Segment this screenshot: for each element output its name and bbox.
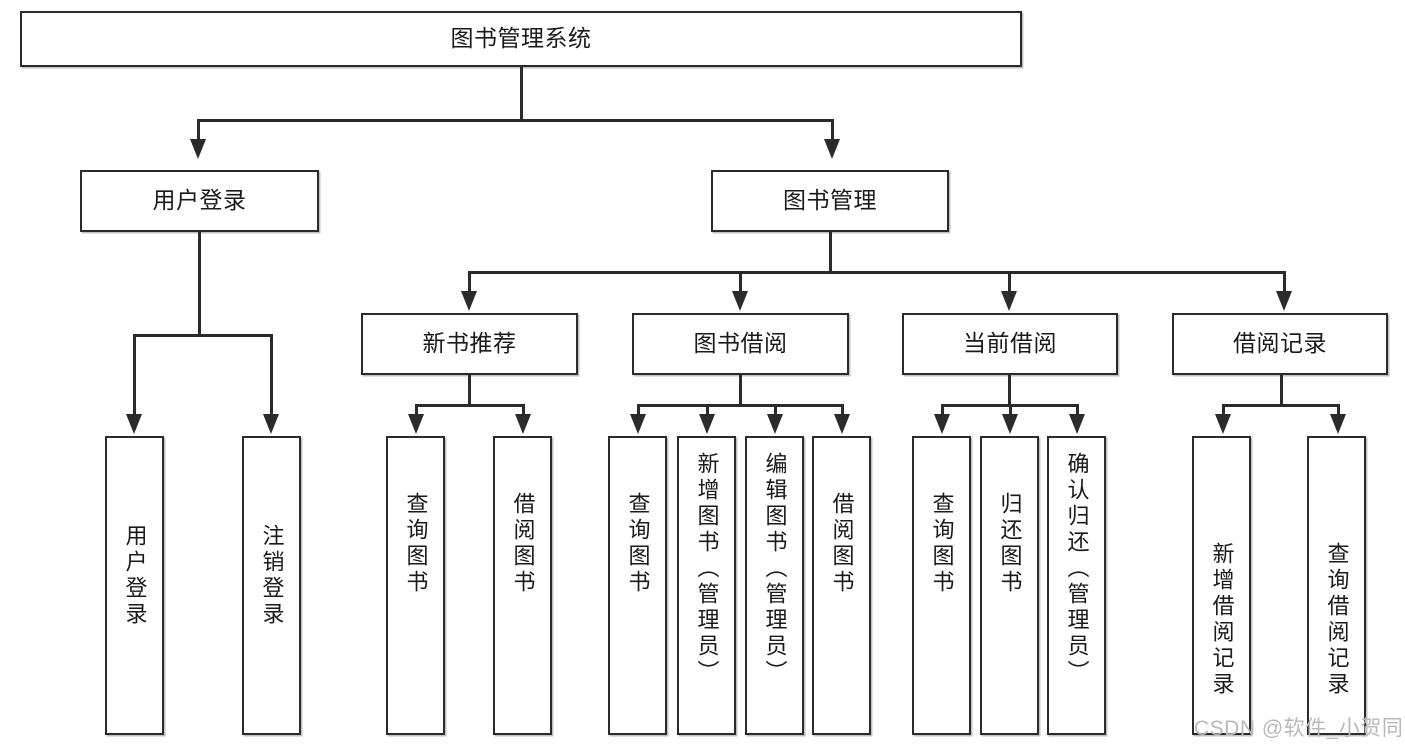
leaf-user-login-2[interactable]: 注销登录 xyxy=(242,436,301,735)
connector-current-borrow-to-leaf3 xyxy=(1076,404,1079,416)
node-label: 查询图书 xyxy=(625,492,651,596)
node-label: 借阅图书 xyxy=(829,492,855,596)
connector-current-borrow-to-leaf1 xyxy=(941,404,944,416)
leaf-book-borrow-1[interactable]: 查询图书 xyxy=(608,436,667,735)
connector-root-stem xyxy=(520,67,523,119)
connector-root-bus xyxy=(197,119,834,122)
arrow-book-borrow-to-leaf3 xyxy=(767,414,783,434)
arrow-borrow-record-to-leaf2 xyxy=(1330,414,1346,434)
node-label: 当前借阅 xyxy=(963,330,1057,357)
arrow-user-login-to-leaf2 xyxy=(263,414,279,434)
arrow-book-manage-to-new-book xyxy=(461,291,477,311)
node-label: 确认归还（管理员） xyxy=(1064,452,1090,686)
node-user-login[interactable]: 用户登录 xyxy=(80,170,319,232)
connector-book-borrow-bus xyxy=(637,404,844,407)
node-label: 编辑图书（管理员） xyxy=(762,452,788,686)
arrow-book-manage-to-borrow xyxy=(732,291,748,311)
connector-root-to-user-login xyxy=(197,119,200,141)
node-label: 借阅记录 xyxy=(1233,330,1327,357)
csdn-watermark: CSDN @软件_小贺同学 xyxy=(1194,717,1405,740)
leaf-book-borrow-3[interactable]: 编辑图书（管理员） xyxy=(745,436,804,735)
connector-user-login-stem xyxy=(198,232,201,334)
leaf-current-borrow-2[interactable]: 归还图书 xyxy=(980,436,1039,735)
node-label: 图书管理系统 xyxy=(450,25,592,52)
leaf-book-borrow-2[interactable]: 新增图书（管理员） xyxy=(677,436,736,735)
connector-borrow-record-to-leaf1 xyxy=(1222,404,1225,416)
node-label: 图书管理 xyxy=(783,187,877,214)
node-book-manage[interactable]: 图书管理 xyxy=(711,170,949,232)
connector-new-book-to-leaf2 xyxy=(522,404,525,416)
node-root-system[interactable]: 图书管理系统 xyxy=(20,11,1022,67)
node-book-borrow[interactable]: 图书借阅 xyxy=(632,313,849,375)
connector-user-login-to-leaf2 xyxy=(270,334,273,416)
leaf-current-borrow-1[interactable]: 查询图书 xyxy=(912,436,971,735)
connector-new-book-stem xyxy=(468,375,471,404)
node-label: 归还图书 xyxy=(997,492,1023,596)
leaf-new-book-1[interactable]: 查询图书 xyxy=(386,436,445,735)
connector-book-manage-to-current xyxy=(1008,271,1011,293)
connector-book-manage-stem xyxy=(829,232,832,271)
connector-book-borrow-stem xyxy=(739,375,742,404)
arrow-new-book-to-leaf1 xyxy=(408,414,424,434)
connector-book-borrow-to-leaf1 xyxy=(637,404,640,416)
arrow-book-borrow-to-leaf4 xyxy=(834,414,850,434)
connector-new-book-bus xyxy=(415,404,525,407)
node-label: 查询借阅记录 xyxy=(1324,542,1350,698)
arrow-root-to-book-manage xyxy=(824,139,840,159)
node-label: 查询图书 xyxy=(403,492,429,596)
node-label: 借阅图书 xyxy=(510,492,536,596)
node-label: 图书借阅 xyxy=(693,330,788,357)
connector-book-borrow-to-leaf4 xyxy=(841,404,844,416)
connector-borrow-record-bus xyxy=(1222,404,1340,407)
node-label: 新增图书（管理员） xyxy=(694,452,720,686)
connector-book-borrow-to-leaf3 xyxy=(774,404,777,416)
node-label: 注销登录 xyxy=(259,524,285,628)
arrow-borrow-record-to-leaf1 xyxy=(1215,414,1231,434)
arrow-current-borrow-to-leaf1 xyxy=(934,414,950,434)
connector-book-borrow-to-leaf2 xyxy=(706,404,709,416)
arrow-user-login-to-leaf1 xyxy=(126,414,142,434)
connector-current-borrow-to-leaf2 xyxy=(1009,404,1012,416)
connector-new-book-to-leaf1 xyxy=(415,404,418,416)
arrow-new-book-to-leaf2 xyxy=(515,414,531,434)
leaf-borrow-record-1[interactable]: 新增借阅记录 xyxy=(1192,436,1251,735)
node-current-borrow[interactable]: 当前借阅 xyxy=(902,313,1118,375)
arrow-book-borrow-to-leaf2 xyxy=(699,414,715,434)
connector-book-manage-to-record xyxy=(1283,271,1286,293)
leaf-book-borrow-4[interactable]: 借阅图书 xyxy=(812,436,871,735)
node-label: 新书推荐 xyxy=(422,330,517,357)
node-label: 新增借阅记录 xyxy=(1209,542,1235,698)
node-label: 查询图书 xyxy=(929,492,955,596)
arrow-current-borrow-to-leaf3 xyxy=(1069,414,1085,434)
arrow-book-manage-to-record xyxy=(1276,291,1292,311)
connector-book-manage-bus xyxy=(468,271,1285,274)
arrow-current-borrow-to-leaf2 xyxy=(1002,414,1018,434)
arrow-root-to-user-login xyxy=(190,139,206,159)
connector-book-manage-to-borrow xyxy=(739,271,742,293)
leaf-new-book-2[interactable]: 借阅图书 xyxy=(493,436,552,735)
connector-current-borrow-stem xyxy=(1008,375,1011,404)
connector-user-login-bus xyxy=(133,334,272,337)
arrow-book-borrow-to-leaf1 xyxy=(630,414,646,434)
node-new-book-recommend[interactable]: 新书推荐 xyxy=(361,313,578,375)
node-borrow-record[interactable]: 借阅记录 xyxy=(1172,313,1388,375)
connector-book-manage-to-new-book xyxy=(468,271,471,293)
node-label: 用户登录 xyxy=(122,524,148,628)
leaf-borrow-record-2[interactable]: 查询借阅记录 xyxy=(1307,436,1366,735)
connector-borrow-record-to-leaf2 xyxy=(1337,404,1340,416)
leaf-user-login-1[interactable]: 用户登录 xyxy=(105,436,164,735)
leaf-current-borrow-3[interactable]: 确认归还（管理员） xyxy=(1047,436,1106,735)
node-label: 用户登录 xyxy=(152,187,247,214)
arrow-book-manage-to-current xyxy=(1001,291,1017,311)
connector-borrow-record-stem xyxy=(1280,375,1283,404)
connector-user-login-to-leaf1 xyxy=(133,334,136,416)
connector-root-to-book-manage xyxy=(831,119,834,141)
